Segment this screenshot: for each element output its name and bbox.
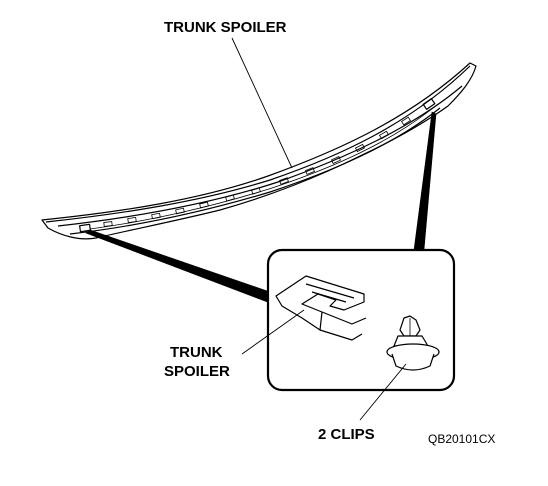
slot-mark [378, 130, 390, 140]
top-label-leader [231, 37, 293, 169]
clip-base [391, 353, 435, 371]
spoiler-outline [41, 62, 477, 240]
label-trunk-spoiler-top: TRUNK SPOILER [164, 19, 287, 36]
figure-code: QB20101CX [428, 432, 496, 446]
detail-spoiler-slot [305, 283, 355, 303]
slot-mark [103, 221, 113, 227]
label-clips: 2 CLIPS [318, 426, 375, 443]
detail-spoiler-section [275, 275, 367, 341]
spoiler-rib-line [89, 103, 439, 230]
spoiler-right-clip-seat [422, 98, 436, 110]
spoiler-slot-marks [103, 116, 411, 227]
spoiler-bottom-edge [69, 107, 441, 235]
label-trunk-spoiler-detail-line2: SPOILER [164, 363, 230, 380]
slot-mark [331, 156, 341, 164]
slot-mark [127, 217, 137, 223]
detail-clip [386, 315, 440, 371]
trunk-spoiler-body [41, 62, 477, 240]
spoiler-inner-contour [57, 85, 463, 227]
spoiler-left-clip-seat [79, 223, 91, 233]
slot-mark [151, 212, 161, 220]
slot-mark [251, 187, 261, 195]
slot-mark [279, 177, 289, 185]
detail-spoiler-leader [241, 309, 305, 355]
label-trunk-spoiler-detail-line1: TRUNK [170, 344, 223, 361]
right-callout-wedge [413, 111, 437, 251]
slot-mark [175, 207, 185, 215]
clips-leader [359, 363, 407, 421]
slot-mark [401, 116, 411, 126]
slot-mark [199, 201, 209, 209]
slot-mark [305, 167, 315, 175]
left-callout-wedge [85, 229, 271, 304]
detail-spoiler-rail [319, 311, 367, 341]
slot-mark [354, 143, 366, 153]
spoiler-top-ridge [45, 65, 471, 223]
slot-mark [225, 194, 235, 202]
